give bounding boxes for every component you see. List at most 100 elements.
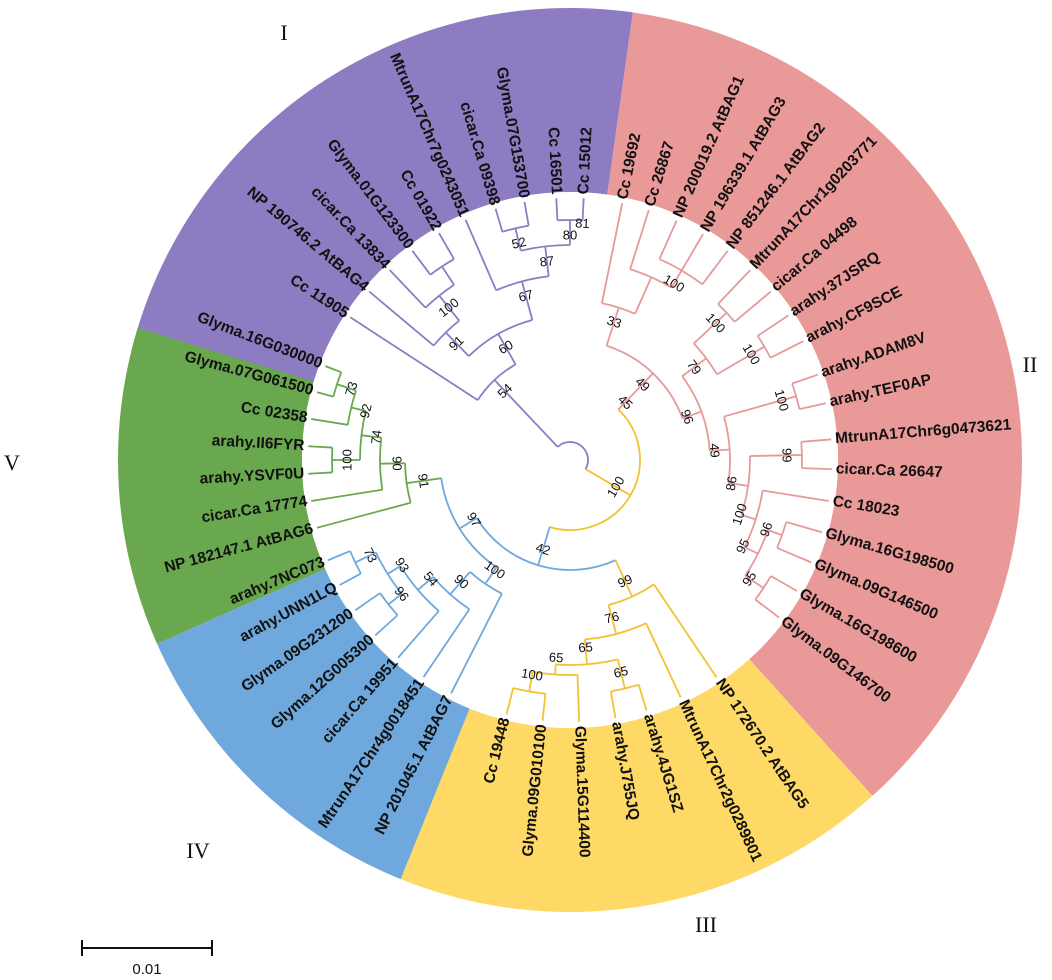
clade-arc-II_d — [659, 258, 703, 286]
bootstrap-label: 95 — [733, 536, 753, 556]
bootstrap-label: 73 — [361, 545, 381, 565]
branch-np182147 — [316, 501, 411, 529]
branch-np172670 — [653, 583, 718, 678]
branch-I_f — [544, 246, 550, 277]
bootstrap-label: 99 — [779, 448, 794, 463]
group-label-II: II — [1023, 352, 1038, 377]
branch-cicar13834 — [388, 269, 427, 309]
branch-arahyysvf0u — [308, 471, 333, 475]
branch-rest — [585, 468, 631, 497]
branch-II_h — [716, 345, 765, 376]
branch-V_d — [351, 406, 367, 412]
branch-glyma09g146500 — [776, 547, 812, 564]
branch-mtrun7g0243051 — [464, 219, 498, 291]
branch-arahyunn1lq — [339, 572, 362, 586]
clade-arc-I_e — [495, 275, 549, 292]
branch-I_all — [493, 379, 559, 448]
bootstrap-label: 73 — [342, 380, 361, 398]
branch-np201045 — [450, 593, 503, 694]
clade-arc-II_i — [723, 416, 731, 484]
bootstrap-label: 100 — [520, 665, 544, 684]
branch-glyma15g114400 — [576, 674, 581, 722]
branch-IV_d — [387, 593, 403, 606]
sector-IV — [157, 569, 470, 880]
bootstrap-label: 65 — [578, 639, 594, 655]
branch-IV_e — [354, 551, 377, 564]
bootstrap-label: 100 — [339, 449, 354, 471]
branch-IV_c — [387, 565, 401, 575]
branch-II_k — [728, 482, 749, 487]
branch-cc18023 — [762, 489, 829, 502]
branch-arahyadam8v — [791, 373, 819, 385]
clade-arc-II_n — [744, 529, 769, 577]
tree-branches — [308, 198, 832, 722]
leaf-label-glyma15g114400: Glyma.15G114400 — [571, 726, 593, 858]
branch-V_all — [406, 477, 442, 485]
sector-I — [131, 8, 633, 396]
branch-I_g — [514, 228, 522, 251]
leaf-label-cicar26647: cicar.Ca 26647 — [836, 460, 943, 481]
bootstrap-label: 65 — [548, 649, 563, 665]
root-arc — [557, 441, 589, 470]
bootstrap-label: 99 — [615, 571, 634, 591]
leaf-label-cc15012: Cc 15012 — [575, 127, 595, 195]
branch-II_all — [617, 390, 637, 411]
clade-arc-I_a — [468, 319, 533, 357]
group-sectors — [117, 8, 1023, 912]
group-labels: I II III IV V — [4, 20, 1037, 937]
branch-cicar19951 — [397, 610, 440, 659]
clade-arc-IV_a — [432, 576, 470, 610]
branch-glyma16g198500 — [786, 521, 823, 534]
group-label-I: I — [280, 20, 287, 45]
branch-arahy7nc073 — [327, 550, 351, 562]
bootstrap-label: 96 — [678, 407, 697, 426]
bootstrap-label: 100 — [772, 388, 792, 413]
bootstrap-label: 81 — [575, 215, 590, 231]
branch-II_b — [605, 307, 620, 346]
clade-arc-II_a — [606, 344, 684, 419]
clade-arc-I_f — [520, 244, 571, 252]
bootstrap-label: 67 — [517, 287, 535, 305]
branch-mtrun6g0473621 — [801, 438, 832, 443]
bootstrap-label: 76 — [603, 608, 621, 626]
branch-cicar09398 — [494, 208, 504, 233]
clade-arc-III_a — [584, 622, 647, 641]
bootstrap-label: 87 — [539, 253, 555, 270]
branch-III_d — [554, 664, 557, 675]
clade-arc-III_all — [608, 583, 655, 606]
branch-mtrun4g0018451 — [422, 608, 471, 678]
branch-cc15012 — [582, 198, 585, 209]
branch-arahycf9sce — [770, 340, 804, 359]
branch-I_c — [438, 295, 460, 322]
branch-IV_all — [484, 566, 498, 585]
branch-III_a — [607, 604, 618, 635]
branch-II_p — [744, 575, 764, 589]
group-label-V: V — [4, 450, 20, 475]
sector-II — [607, 12, 1023, 796]
branch-I_d — [441, 266, 455, 286]
branch-IV_b — [417, 576, 434, 591]
bootstrap-label: 95 — [739, 568, 759, 588]
branch-I_a — [497, 333, 517, 365]
branch-III_c — [616, 659, 626, 689]
branch-II_d — [670, 269, 683, 289]
branch-II_l — [749, 454, 802, 457]
clade-arc-IV_e — [349, 550, 362, 574]
clade-arc-IV_b — [399, 565, 440, 612]
clade-arc-rest — [549, 408, 641, 531]
clade-arc-III_IV_V — [475, 517, 616, 571]
branch-arahy4jg1sz — [637, 684, 648, 711]
bootstrap-label: 91 — [415, 473, 432, 489]
branch-glyma09g010100 — [541, 693, 547, 721]
bootstrap-label: 60 — [496, 337, 516, 357]
bootstrap-label: 33 — [605, 312, 623, 331]
branch-II_c — [634, 276, 653, 315]
bootstrap-label: 65 — [612, 663, 630, 681]
clade-arc-III_b — [555, 658, 619, 666]
bootstrap-label: 42 — [534, 540, 552, 559]
bootstrap-label: 79 — [684, 357, 705, 378]
branch-cc01922 — [438, 232, 455, 260]
branch-glyma07g153700 — [523, 201, 530, 226]
bootstrap-label: 100 — [729, 502, 750, 527]
leaf-label-arahyysvf0u: arahy.YSVF0U — [199, 465, 305, 487]
